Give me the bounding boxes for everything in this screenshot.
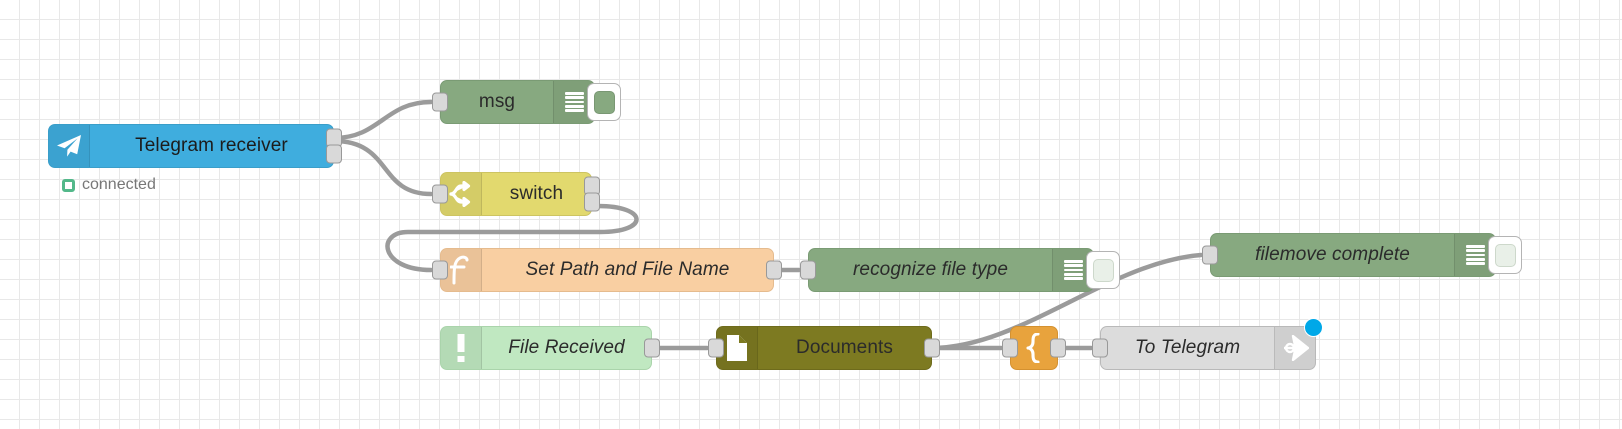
node-label: To Telegram bbox=[1134, 337, 1241, 358]
telegram-paper-plane-icon bbox=[49, 125, 90, 167]
node-label: Telegram receiver bbox=[135, 135, 288, 156]
input-port[interactable] bbox=[708, 338, 724, 358]
status-text: connected bbox=[82, 176, 156, 193]
node-set-path-and-file-name[interactable]: Set Path and File Name bbox=[432, 248, 782, 292]
output-port[interactable] bbox=[644, 338, 660, 358]
debug-lines-glyph bbox=[1465, 245, 1485, 265]
debug-toggle-button[interactable] bbox=[1086, 251, 1120, 289]
node-label: Documents bbox=[796, 337, 893, 358]
document-file-icon bbox=[717, 327, 758, 369]
input-port[interactable] bbox=[432, 184, 448, 204]
debug-toggle-indicator bbox=[1494, 243, 1516, 267]
node-label: File Received bbox=[508, 337, 625, 358]
debug-toggle-button[interactable] bbox=[587, 83, 621, 121]
status-square-icon bbox=[62, 178, 75, 192]
exclamation-icon bbox=[441, 327, 482, 369]
node-telegram-receiver[interactable]: Telegram receiver bbox=[48, 124, 342, 168]
node-status-telegram-receiver: connected bbox=[62, 176, 156, 194]
node-documents[interactable]: Documents bbox=[708, 326, 940, 370]
input-port[interactable] bbox=[1092, 338, 1108, 358]
debug-toggle-button[interactable] bbox=[1488, 236, 1522, 274]
node-label: switch bbox=[509, 183, 564, 204]
node-filemove-complete[interactable]: filemove complete bbox=[1202, 233, 1522, 277]
debug-lines-glyph bbox=[1063, 260, 1083, 280]
wire-receiver-to-msg bbox=[331, 99, 434, 141]
output-port-2[interactable] bbox=[326, 144, 342, 164]
input-port[interactable] bbox=[432, 92, 448, 112]
node-label: msg bbox=[478, 91, 516, 112]
output-port[interactable] bbox=[766, 260, 782, 280]
debug-toggle-indicator bbox=[1092, 258, 1114, 282]
node-label: recognize file type bbox=[852, 259, 1009, 280]
telegram-send-icon bbox=[1274, 327, 1315, 369]
input-port[interactable] bbox=[800, 260, 816, 280]
node-file-received[interactable]: File Received bbox=[440, 326, 660, 370]
debug-toggle-indicator bbox=[593, 90, 615, 114]
output-port[interactable] bbox=[924, 338, 940, 358]
wire-receiver-to-switch bbox=[331, 138, 434, 197]
output-port[interactable] bbox=[1050, 338, 1066, 358]
node-json[interactable] bbox=[1002, 326, 1066, 370]
node-debug-msg[interactable]: msg bbox=[432, 80, 621, 124]
node-label: filemove complete bbox=[1255, 244, 1410, 265]
node-changed-marker bbox=[1304, 318, 1323, 337]
node-label: Set Path and File Name bbox=[525, 259, 730, 280]
input-port[interactable] bbox=[432, 260, 448, 280]
node-recognize-file-type[interactable]: recognize file type bbox=[800, 248, 1120, 292]
debug-lines-glyph bbox=[564, 92, 584, 112]
input-port[interactable] bbox=[1202, 245, 1218, 265]
json-brace-icon bbox=[1011, 327, 1057, 369]
input-port[interactable] bbox=[1002, 338, 1018, 358]
node-to-telegram[interactable]: To Telegram bbox=[1092, 318, 1323, 370]
output-port-2[interactable] bbox=[584, 192, 600, 212]
node-switch[interactable]: switch bbox=[432, 172, 600, 216]
